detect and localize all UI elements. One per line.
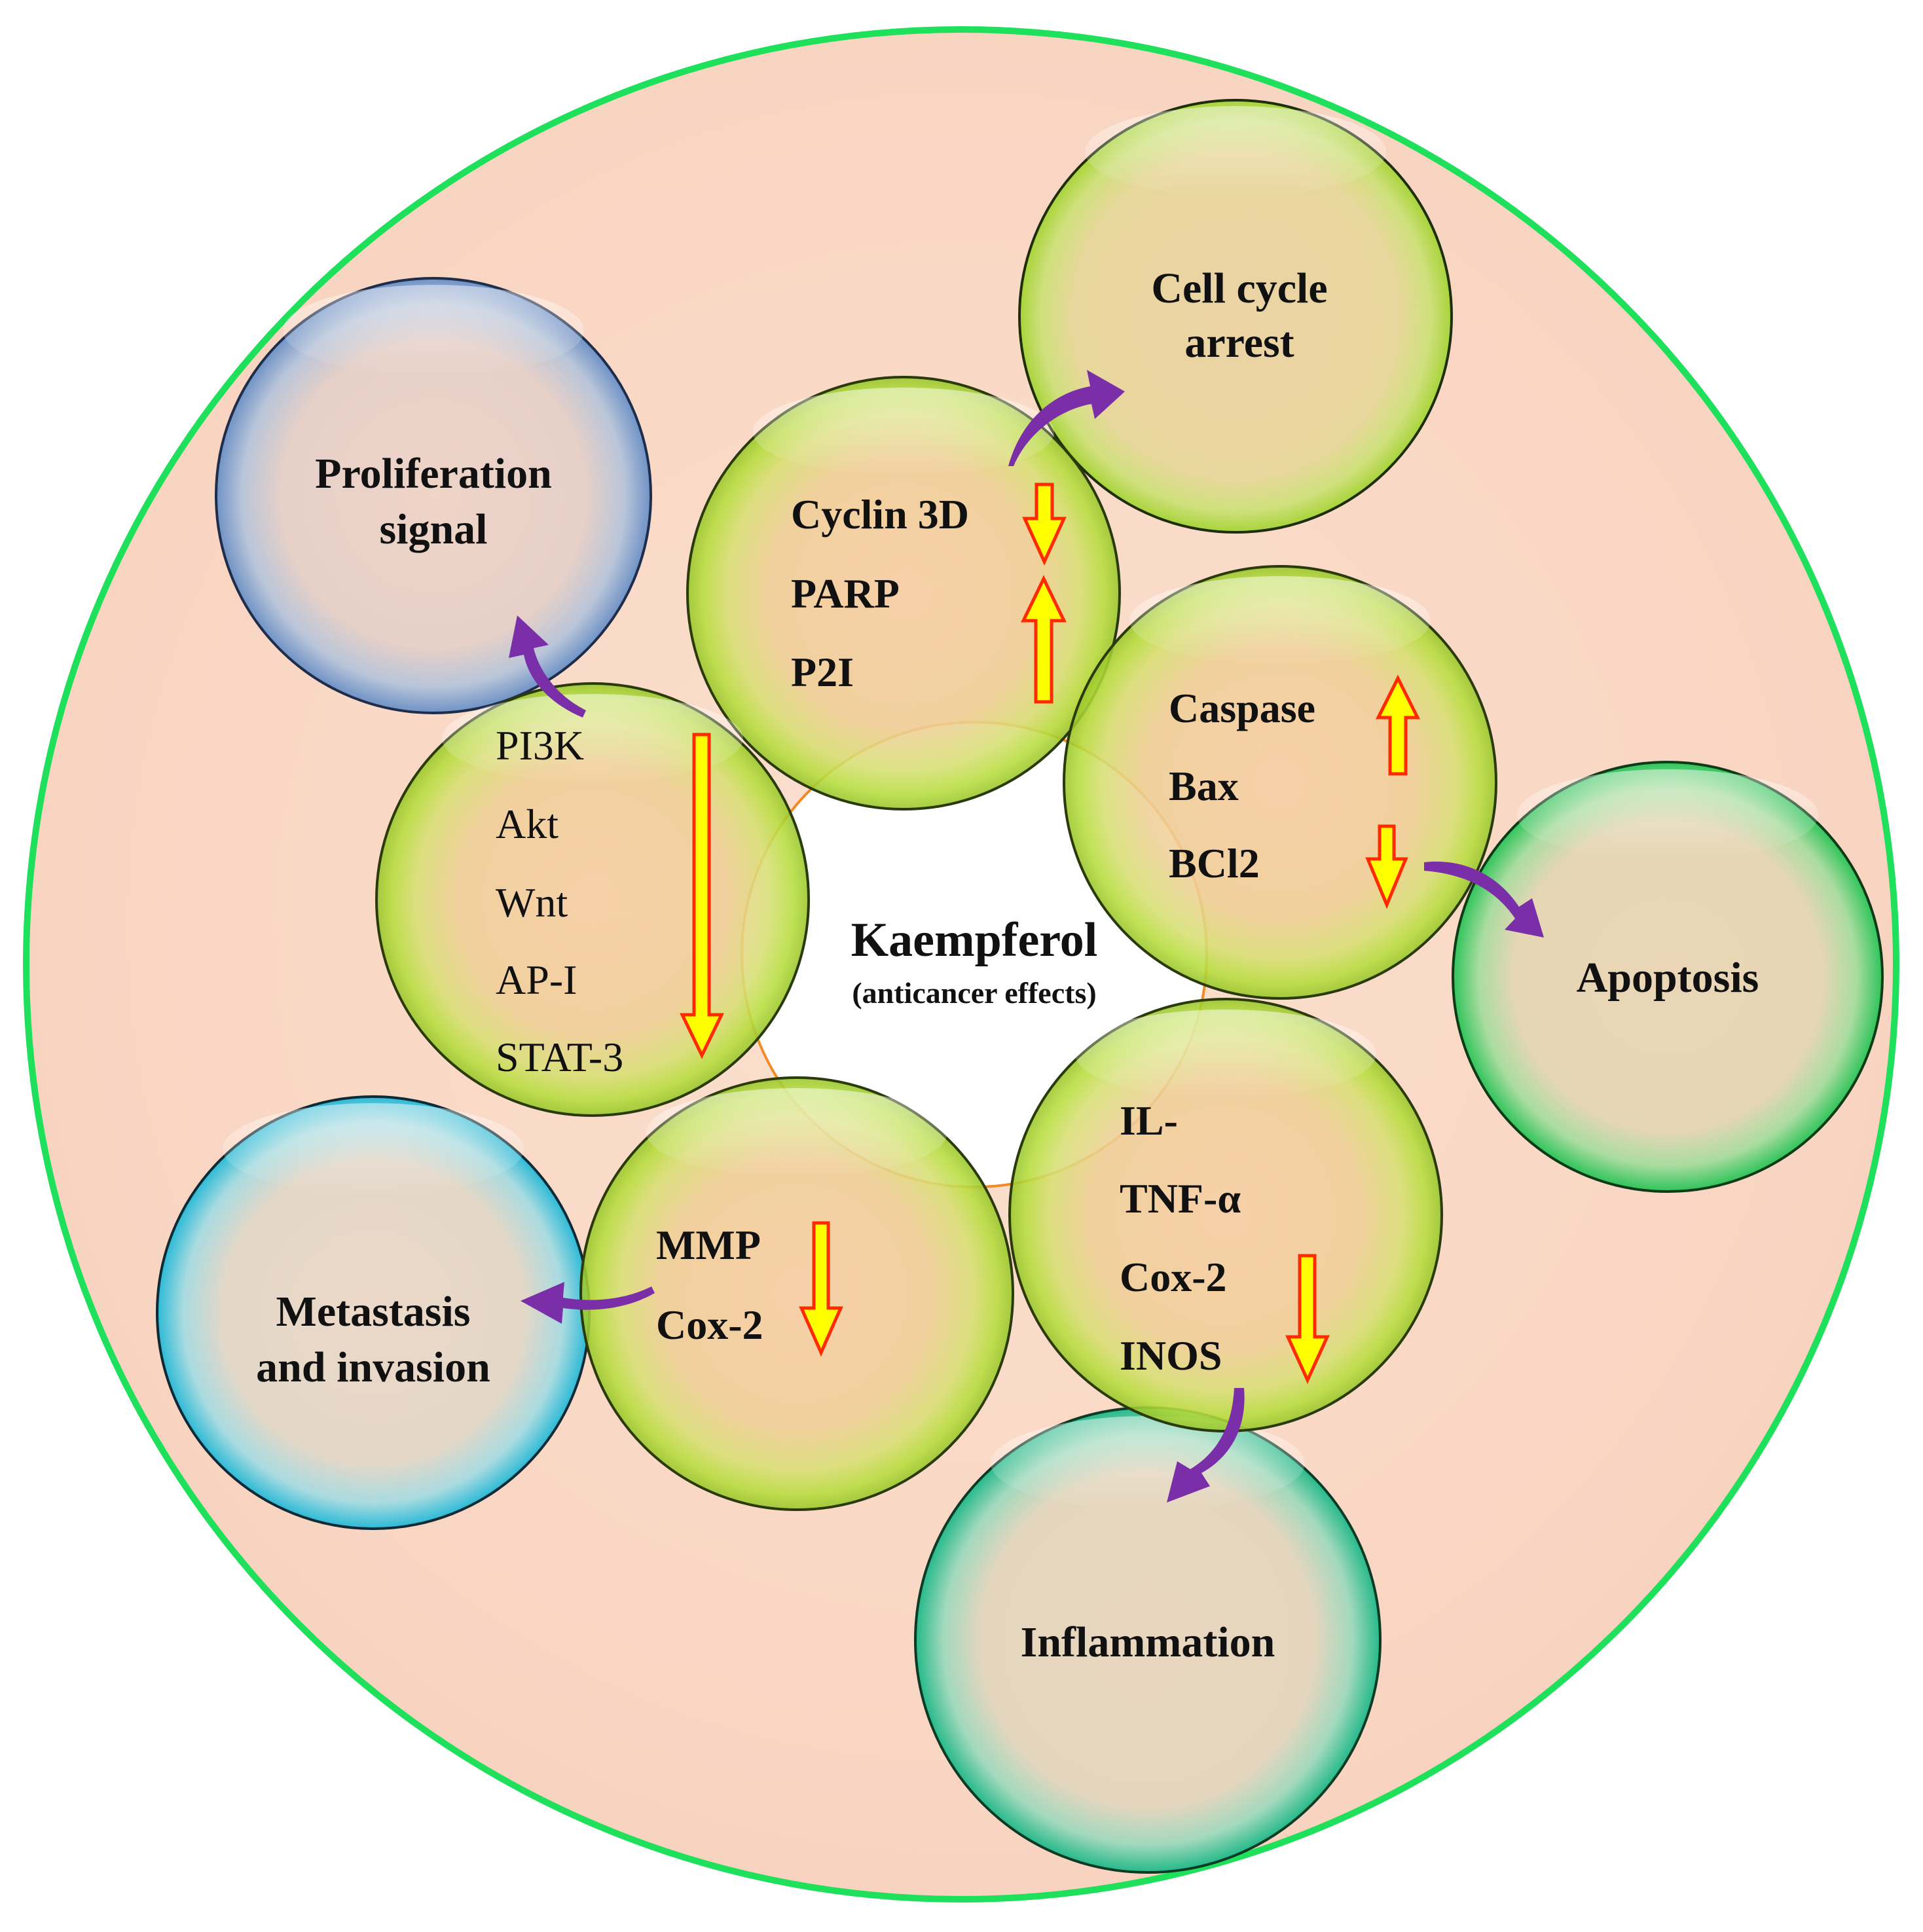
up-arrow-icon (1375, 674, 1421, 776)
pathway-arrow-icon (509, 615, 586, 718)
mmp-label-2: Cox-2 (656, 1302, 763, 1348)
down-arrow-icon (1285, 1254, 1330, 1385)
il-label-4: INOS (1120, 1332, 1222, 1379)
label-metastasis-1: Metastasis (276, 1288, 471, 1336)
cyclin-label-1: Cyclin 3D (791, 491, 969, 538)
label-proliferation-1: Proliferation (315, 450, 552, 498)
label-apoptosis: Apoptosis (1577, 954, 1759, 1002)
down-arrow-icon (1022, 483, 1067, 566)
node-caspase (1063, 565, 1497, 1000)
down-arrow-icon (1365, 824, 1408, 909)
outcome-inflammation (914, 1406, 1382, 1874)
label-metastasis-2: and invasion (256, 1343, 490, 1391)
pathway-arrow-icon (1424, 861, 1544, 938)
node-cyclin (686, 376, 1121, 811)
cyclin-label-2: PARP (791, 570, 900, 617)
label-cell-cycle-1: Cell cycle (1151, 264, 1327, 312)
cyclin-label-3: P2I (791, 649, 854, 695)
label-cell-cycle-2: arrest (1184, 319, 1294, 367)
outcome-metastasis (156, 1095, 591, 1530)
outcome-apoptosis (1452, 761, 1884, 1193)
pathway-arrow-icon (1167, 1388, 1245, 1503)
pi3k-label-1: PI3K (496, 722, 584, 769)
caspase-label-3: BCl2 (1169, 840, 1260, 886)
center-subtitle: (anticancer effects) (852, 976, 1096, 1010)
up-arrow-icon (1021, 575, 1067, 704)
outcome-cell-cycle (1018, 99, 1453, 534)
label-proliferation-2: signal (379, 505, 487, 553)
pathway-arrow-icon (521, 1282, 655, 1324)
node-mmp (579, 1076, 1014, 1511)
pathway-arrow-icon (1008, 370, 1125, 466)
node-il (1008, 998, 1443, 1432)
down-arrow-icon (799, 1221, 843, 1357)
pi3k-label-3: Wnt (496, 879, 568, 926)
down-arrow-icon (680, 733, 724, 1059)
mmp-label-1: MMP (656, 1222, 761, 1268)
caspase-label-2: Bax (1169, 763, 1239, 809)
il-label-1: IL- (1120, 1097, 1178, 1144)
center-title: Kaempferol (851, 913, 1098, 967)
il-label-2: TNF-α (1120, 1175, 1241, 1222)
pi3k-label-5: STAT-3 (496, 1034, 623, 1080)
il-label-3: Cox-2 (1120, 1254, 1227, 1300)
pi3k-label-2: Akt (496, 801, 559, 847)
caspase-label-1: Caspase (1169, 685, 1315, 731)
pi3k-label-4: AP-I (496, 957, 577, 1003)
outcome-proliferation (215, 277, 652, 714)
label-inflammation: Inflammation (1021, 1618, 1275, 1666)
